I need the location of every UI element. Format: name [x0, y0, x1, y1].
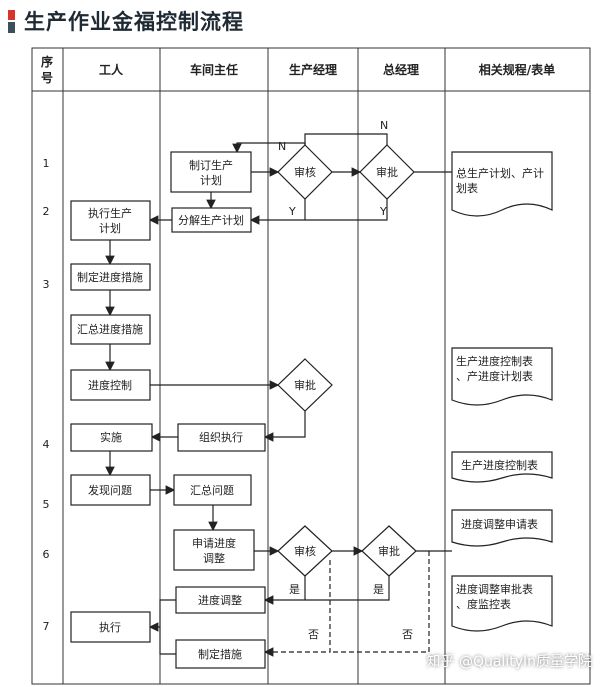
col-header-director: 车间主任 — [190, 62, 238, 77]
row-number: 4 — [43, 438, 50, 451]
process-box-organize — [177, 423, 266, 452]
decision-approve-2 — [277, 358, 333, 412]
doc-label: 生产进度控制表 — [461, 458, 538, 472]
process-box-set-measures — [70, 263, 151, 291]
box-label: 组织执行 — [199, 430, 243, 444]
row-number: 1 — [43, 157, 50, 170]
document-shape — [451, 347, 553, 406]
box-label: 汇总进度措施 — [77, 322, 143, 336]
box-label: 制订生产计划 — [189, 158, 233, 187]
col-header-seq: 序号 — [41, 54, 53, 85]
document-shape — [451, 509, 553, 547]
box-label: 制定进度措施 — [77, 270, 143, 284]
process-box-sum-issue — [173, 474, 252, 506]
box-label: 实施 — [100, 430, 122, 444]
box-label: 申请进度调整 — [192, 536, 236, 565]
row-number: 7 — [43, 620, 50, 633]
edge-label-yes: 是 — [289, 583, 300, 596]
process-box-apply-adjust — [173, 529, 255, 571]
process-box-make-plan — [170, 151, 252, 193]
box-label: 进度调整 — [198, 593, 242, 607]
decision-review-2 — [277, 525, 333, 577]
page-title: 生产作业金福控制流程 — [24, 10, 244, 34]
row-number: 2 — [43, 205, 50, 218]
process-box-split-plan — [171, 207, 252, 233]
decision-label: 审批 — [376, 165, 398, 179]
title-accent-dark — [8, 22, 15, 33]
decision-label: 审批 — [294, 378, 316, 392]
box-label: 汇总问题 — [190, 483, 234, 497]
box-label: 发现问题 — [88, 483, 132, 497]
row-number: 3 — [43, 278, 50, 291]
edge-label-n: N — [278, 140, 286, 153]
process-box-make-measures — [175, 639, 266, 669]
watermark: 知乎 @QualityIn质量学院 — [426, 654, 592, 670]
process-box-adjust — [175, 586, 266, 614]
decision-label: 审核 — [294, 544, 316, 558]
process-box-sum-measures — [70, 314, 151, 345]
decision-approve-3 — [361, 525, 417, 577]
document-shape — [451, 451, 553, 483]
box-label: 执行生产计划 — [88, 206, 132, 235]
document-shape — [451, 575, 553, 632]
edge-label-no: 否 — [308, 628, 319, 641]
col-header-worker: 工人 — [99, 62, 124, 77]
process-box-implement — [70, 423, 153, 452]
edge-label-y: Y — [379, 205, 387, 218]
row-number: 5 — [43, 498, 50, 511]
edge-label-y: Y — [288, 205, 296, 218]
col-header-prod-mgr: 生产经理 — [289, 62, 337, 77]
decision-label: 审核 — [294, 165, 316, 179]
title-accent-red — [8, 10, 15, 20]
title-bar: 生产作业金福控制流程 — [0, 0, 600, 40]
doc-label: 生产进度控制表、产进度计划表 — [456, 354, 533, 383]
doc-label: 进度调整申请表 — [461, 517, 538, 531]
doc-label: 进度调整审批表、度监控表 — [456, 582, 533, 611]
col-header-docs: 相关规程/表单 — [479, 62, 555, 77]
decision-approve-1 — [359, 144, 415, 200]
edge-label-no: 否 — [402, 628, 413, 641]
box-label: 执行 — [99, 620, 121, 634]
process-box-execute — [70, 611, 151, 643]
row-number: 6 — [43, 548, 50, 561]
process-box-progress-ctrl — [70, 369, 151, 401]
col-header-gm: 总经理 — [383, 62, 419, 77]
decision-review-1 — [277, 144, 333, 200]
edge-label-n: N — [380, 119, 388, 132]
process-box-find-issue — [70, 474, 151, 506]
document-shape — [451, 151, 553, 217]
edge-label-yes: 是 — [373, 583, 384, 596]
box-label: 分解生产计划 — [178, 213, 244, 227]
box-label: 制定措施 — [198, 647, 242, 661]
doc-label: 总生产计划、产计划表 — [456, 166, 544, 195]
process-box-exec-plan — [70, 200, 151, 241]
decision-label: 审批 — [378, 544, 400, 558]
swimlane-table — [31, 47, 591, 685]
box-label: 进度控制 — [88, 378, 132, 392]
